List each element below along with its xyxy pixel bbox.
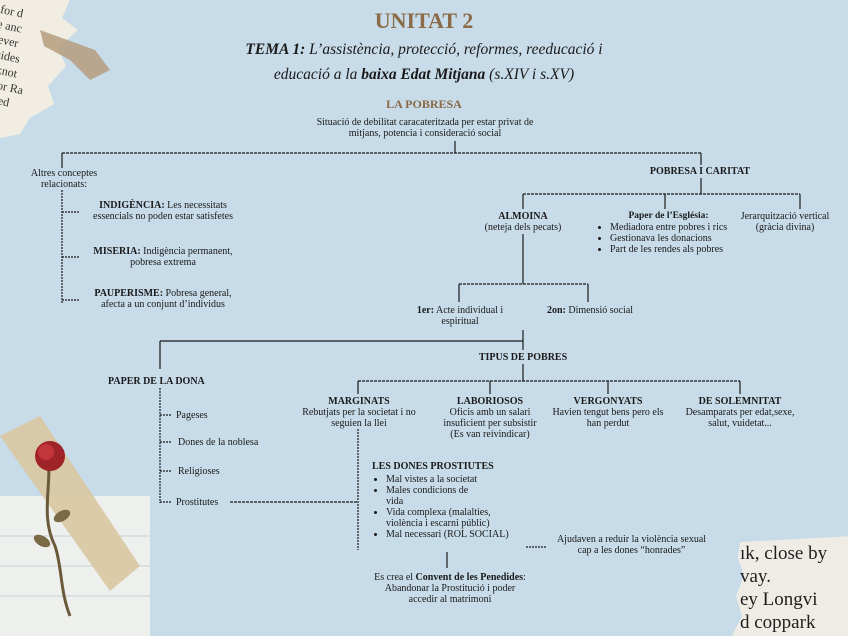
list-item: Gestionava les donacions (610, 233, 741, 244)
tema-text-2a: educació a la (273, 66, 362, 83)
vergonyats-title: VERGONYATS (573, 396, 643, 407)
dona-item-pageses: Pageses (176, 410, 208, 421)
paper-dona-title: PAPER DE LA DONA (108, 376, 205, 387)
ajudaven-line: cap a les dones “honrades” (577, 545, 686, 556)
miseria-text-2: pobresa extrema (130, 257, 196, 268)
convent-line: accedir al matrimoni (408, 594, 492, 605)
scrap-line: ey Longvi (740, 589, 818, 610)
marginats-line: seguien la llei (331, 418, 387, 429)
esglesia-list: Mediadora entre pobres i rics Gestionava… (596, 222, 741, 255)
laboriosos-line: Oficis amb un salari (449, 407, 531, 418)
tema-line-1: TEMA 1: L’assistència, protecció, reform… (0, 40, 848, 59)
esglesia-node: Paper de l’Església: Mediadora entre pob… (596, 211, 741, 255)
list-item: Mal vistes a la societat (386, 474, 532, 485)
jerarquitzacio-line: Jerarquització vertical (740, 211, 830, 222)
dona-item-noblesa: Dones de la noblesa (178, 437, 259, 448)
jerarquitzacio-line: (gràcia divina) (755, 222, 815, 233)
tipus-pobres-title: TIPUS DE POBRES (478, 352, 568, 363)
list-item: Males condicions de vida (386, 485, 481, 507)
laboriosos-line: (Es van reivindicar) (450, 429, 530, 440)
laboriosos-title: LABORIOSOS (456, 396, 524, 407)
primer-text-2: espiritual (441, 316, 479, 327)
indigencia-text-2: essencials no poden estar satisfetes (93, 211, 233, 222)
almoina-sub: (neteja dels pecats) (484, 222, 562, 233)
prostitutes-node: LES DONES PROSTIUTES Mal vistes a la soc… (372, 461, 532, 540)
pobresa-caritat-title: POBRESA I CARITAT (649, 166, 751, 177)
root-definition: Situació de debilitat caracateritzada pe… (255, 117, 595, 139)
scrap-line: d coppark (740, 612, 816, 633)
segon-text: Dimensió social (565, 305, 634, 316)
miseria-node: MISERIA: Indigència permanent, pobresa e… (78, 246, 248, 268)
pauperisme-title: PAUPERISME: (94, 288, 164, 299)
pauperisme-text-2: afecta a un conjunt d’individus (101, 299, 225, 310)
miseria-text: Indigència permanent, (140, 246, 233, 257)
ajudaven-line: Ajudaven a reduir la violència sexual (556, 534, 707, 545)
definition-line: mitjans, potencia i consideració social (348, 128, 502, 139)
convent-text-a: Es crea el (374, 572, 416, 583)
list-item: Vida complexa (malalties, violència i es… (386, 507, 511, 529)
solemnitat-title: DE SOLEMNITAT (698, 396, 782, 407)
scrap-text-bottom: ık, close by vay. ey Longvi d coppark (740, 542, 848, 634)
laboriosos-line: insuficient per subsistir (443, 418, 537, 429)
prostitutes-list: Mal vistes a la societat Males condicion… (372, 474, 532, 540)
convent-text-c: : (523, 572, 526, 583)
indigencia-text: Les necessitats (164, 200, 227, 211)
marginats-title: MARGINATS (328, 396, 390, 407)
scrap-line: vay. (740, 566, 771, 587)
altres-conceptes: Altres conceptes relacionats: (14, 168, 114, 190)
tema-label: TEMA 1: (245, 41, 306, 58)
scrap-line: ık, close by (740, 543, 828, 564)
marginats-line: Rebutjats per la societat i no (302, 407, 416, 418)
ajudaven-node: Ajudaven a reduir la violència sexual ca… (544, 534, 719, 556)
vergonyats-line: han perdut (586, 418, 630, 429)
list-item: Mediadora entre pobres i rics (610, 222, 741, 233)
unit-title: UNITAT 2 (374, 8, 474, 33)
segon-title: 2on: (546, 305, 566, 316)
marginats-node: MARGINATS Rebutjats per la societat i no… (290, 396, 428, 429)
segon-node: 2on: Dimensió social (530, 305, 650, 316)
paper-tape-bottom-left (0, 416, 150, 636)
tema-line-2: educació a la baixa Edat Mitjana (s.XIV … (0, 65, 848, 84)
list-item: Part de les rendes als pobres (610, 244, 741, 255)
solemnitat-line: salut, vuidetat... (708, 418, 772, 429)
indigencia-title: INDIGÈNCIA: (99, 200, 165, 211)
tema-text-2b: baixa Edat Mitjana (361, 66, 486, 83)
primer-title: 1er: (416, 305, 435, 316)
laboriosos-node: LABORIOSOS Oficis amb un salari insufici… (432, 396, 548, 440)
torn-paper-top-left (0, 0, 110, 138)
esglesia-title: Paper de l’Església: (628, 211, 709, 221)
convent-node: Es crea el Convent de les Penedides: Aba… (350, 572, 550, 605)
solemnitat-node: DE SOLEMNITAT Desamparats per edat,sexe,… (674, 396, 806, 429)
tema-text-1: L’assistència, protecció, reformes, reed… (309, 41, 603, 58)
solemnitat-line: Desamparats per edat,sexe, (685, 407, 795, 418)
jerarquitzacio-node: Jerarquització vertical (gràcia divina) (730, 211, 840, 233)
convent-name: Convent de les Penedides (415, 572, 524, 583)
vergonyats-node: VERGONYATS Havien tengut bens pero els h… (544, 396, 672, 429)
root-title: LA POBRESA (386, 97, 462, 111)
tema-text-2c: (s.XIV i s.XV) (485, 66, 575, 83)
pauperisme-node: PAUPERISME: Pobresa general, afecta a un… (78, 288, 248, 310)
list-item: Mal necessari (ROL SOCIAL) (386, 529, 532, 540)
prostitutes-title: LES DONES PROSTIUTES (372, 461, 494, 472)
primer-text: Acte individual i (434, 305, 504, 316)
newspaper-bottom-right (732, 536, 848, 636)
almoina-node: ALMOINA (neteja dels pecats) (468, 211, 578, 233)
convent-line: Abandonar la Prostitució i poder (384, 583, 516, 594)
vergonyats-line: Havien tengut bens pero els (552, 407, 664, 418)
indigencia-node: INDIGÈNCIA: Les necessitats essencials n… (78, 200, 248, 222)
primer-node: 1er: Acte individual i espiritual (404, 305, 516, 327)
almoina-title: ALMOINA (498, 211, 548, 222)
definition-line: Situació de debilitat caracateritzada pe… (316, 117, 534, 128)
miseria-title: MISERIA: (93, 246, 141, 257)
dona-item-religioses: Religioses (178, 466, 220, 477)
altres-line: Altres conceptes (30, 168, 98, 179)
dona-item-prostitutes: Prostitutes (176, 497, 219, 508)
pauperisme-text: Pobresa general, (163, 288, 232, 299)
altres-line: relacionats: (40, 179, 88, 190)
